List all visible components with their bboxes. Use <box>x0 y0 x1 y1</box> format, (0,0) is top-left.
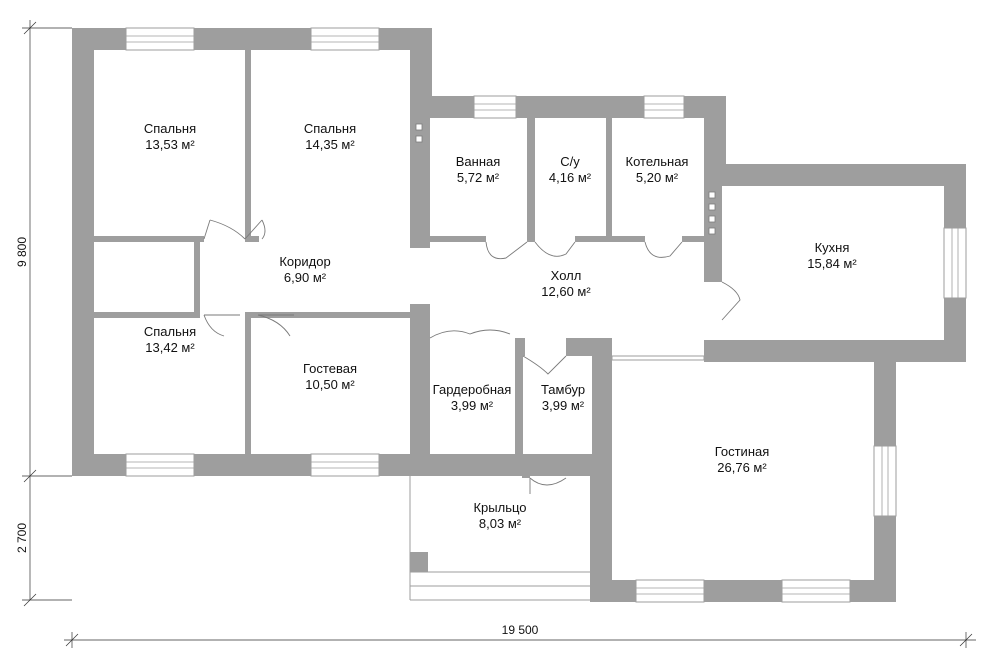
room-name-wc: С/у <box>560 154 580 169</box>
room-name-corridor: Коридор <box>279 254 330 269</box>
room-area-boiler: 5,20 м² <box>636 170 679 185</box>
room-area-living: 26,76 м² <box>717 460 767 475</box>
dimension-vertical-porch: 2 700 <box>15 523 29 553</box>
windows <box>125 27 967 603</box>
dimension-lines: 9 800 2 700 19 500 <box>15 20 976 648</box>
porch-outline <box>409 476 590 601</box>
room-name-vestibule: Тамбур <box>541 382 585 397</box>
room-area-bedroom-3: 13,42 м² <box>145 340 195 355</box>
room-area-bedroom-2: 14,35 м² <box>305 137 355 152</box>
room-area-porch: 8,03 м² <box>479 516 522 531</box>
room-name-porch: Крыльцо <box>473 500 526 515</box>
room-area-wc: 4,16 м² <box>549 170 592 185</box>
room-name-boiler: Котельная <box>626 154 689 169</box>
room-area-bedroom-1: 13,53 м² <box>145 137 195 152</box>
room-name-bathroom: Ванная <box>456 154 501 169</box>
dimension-vertical-main: 9 800 <box>15 237 29 267</box>
room-area-vestibule: 3,99 м² <box>542 398 585 413</box>
vents <box>415 123 716 235</box>
room-area-wardrobe: 3,99 м² <box>451 398 494 413</box>
room-name-guest: Гостевая <box>303 361 357 376</box>
room-area-hall: 12,60 м² <box>541 284 591 299</box>
room-name-kitchen: Кухня <box>815 240 850 255</box>
dimension-horizontal-total: 19 500 <box>502 623 539 637</box>
room-name-bedroom-1: Спальня <box>144 121 196 136</box>
doors <box>203 219 741 494</box>
room-area-guest: 10,50 м² <box>305 377 355 392</box>
room-labels: Спальня 13,53 м² Спальня 14,35 м² Спальн… <box>144 121 857 531</box>
room-name-hall: Холл <box>551 268 582 283</box>
room-area-kitchen: 15,84 м² <box>807 256 857 271</box>
room-area-bathroom: 5,72 м² <box>457 170 500 185</box>
room-name-bedroom-3: Спальня <box>144 324 196 339</box>
room-name-living: Гостиная <box>715 444 770 459</box>
interior-partitions <box>94 50 704 572</box>
room-name-bedroom-2: Спальня <box>304 121 356 136</box>
room-area-corridor: 6,90 м² <box>284 270 327 285</box>
room-name-wardrobe: Гардеробная <box>433 382 512 397</box>
